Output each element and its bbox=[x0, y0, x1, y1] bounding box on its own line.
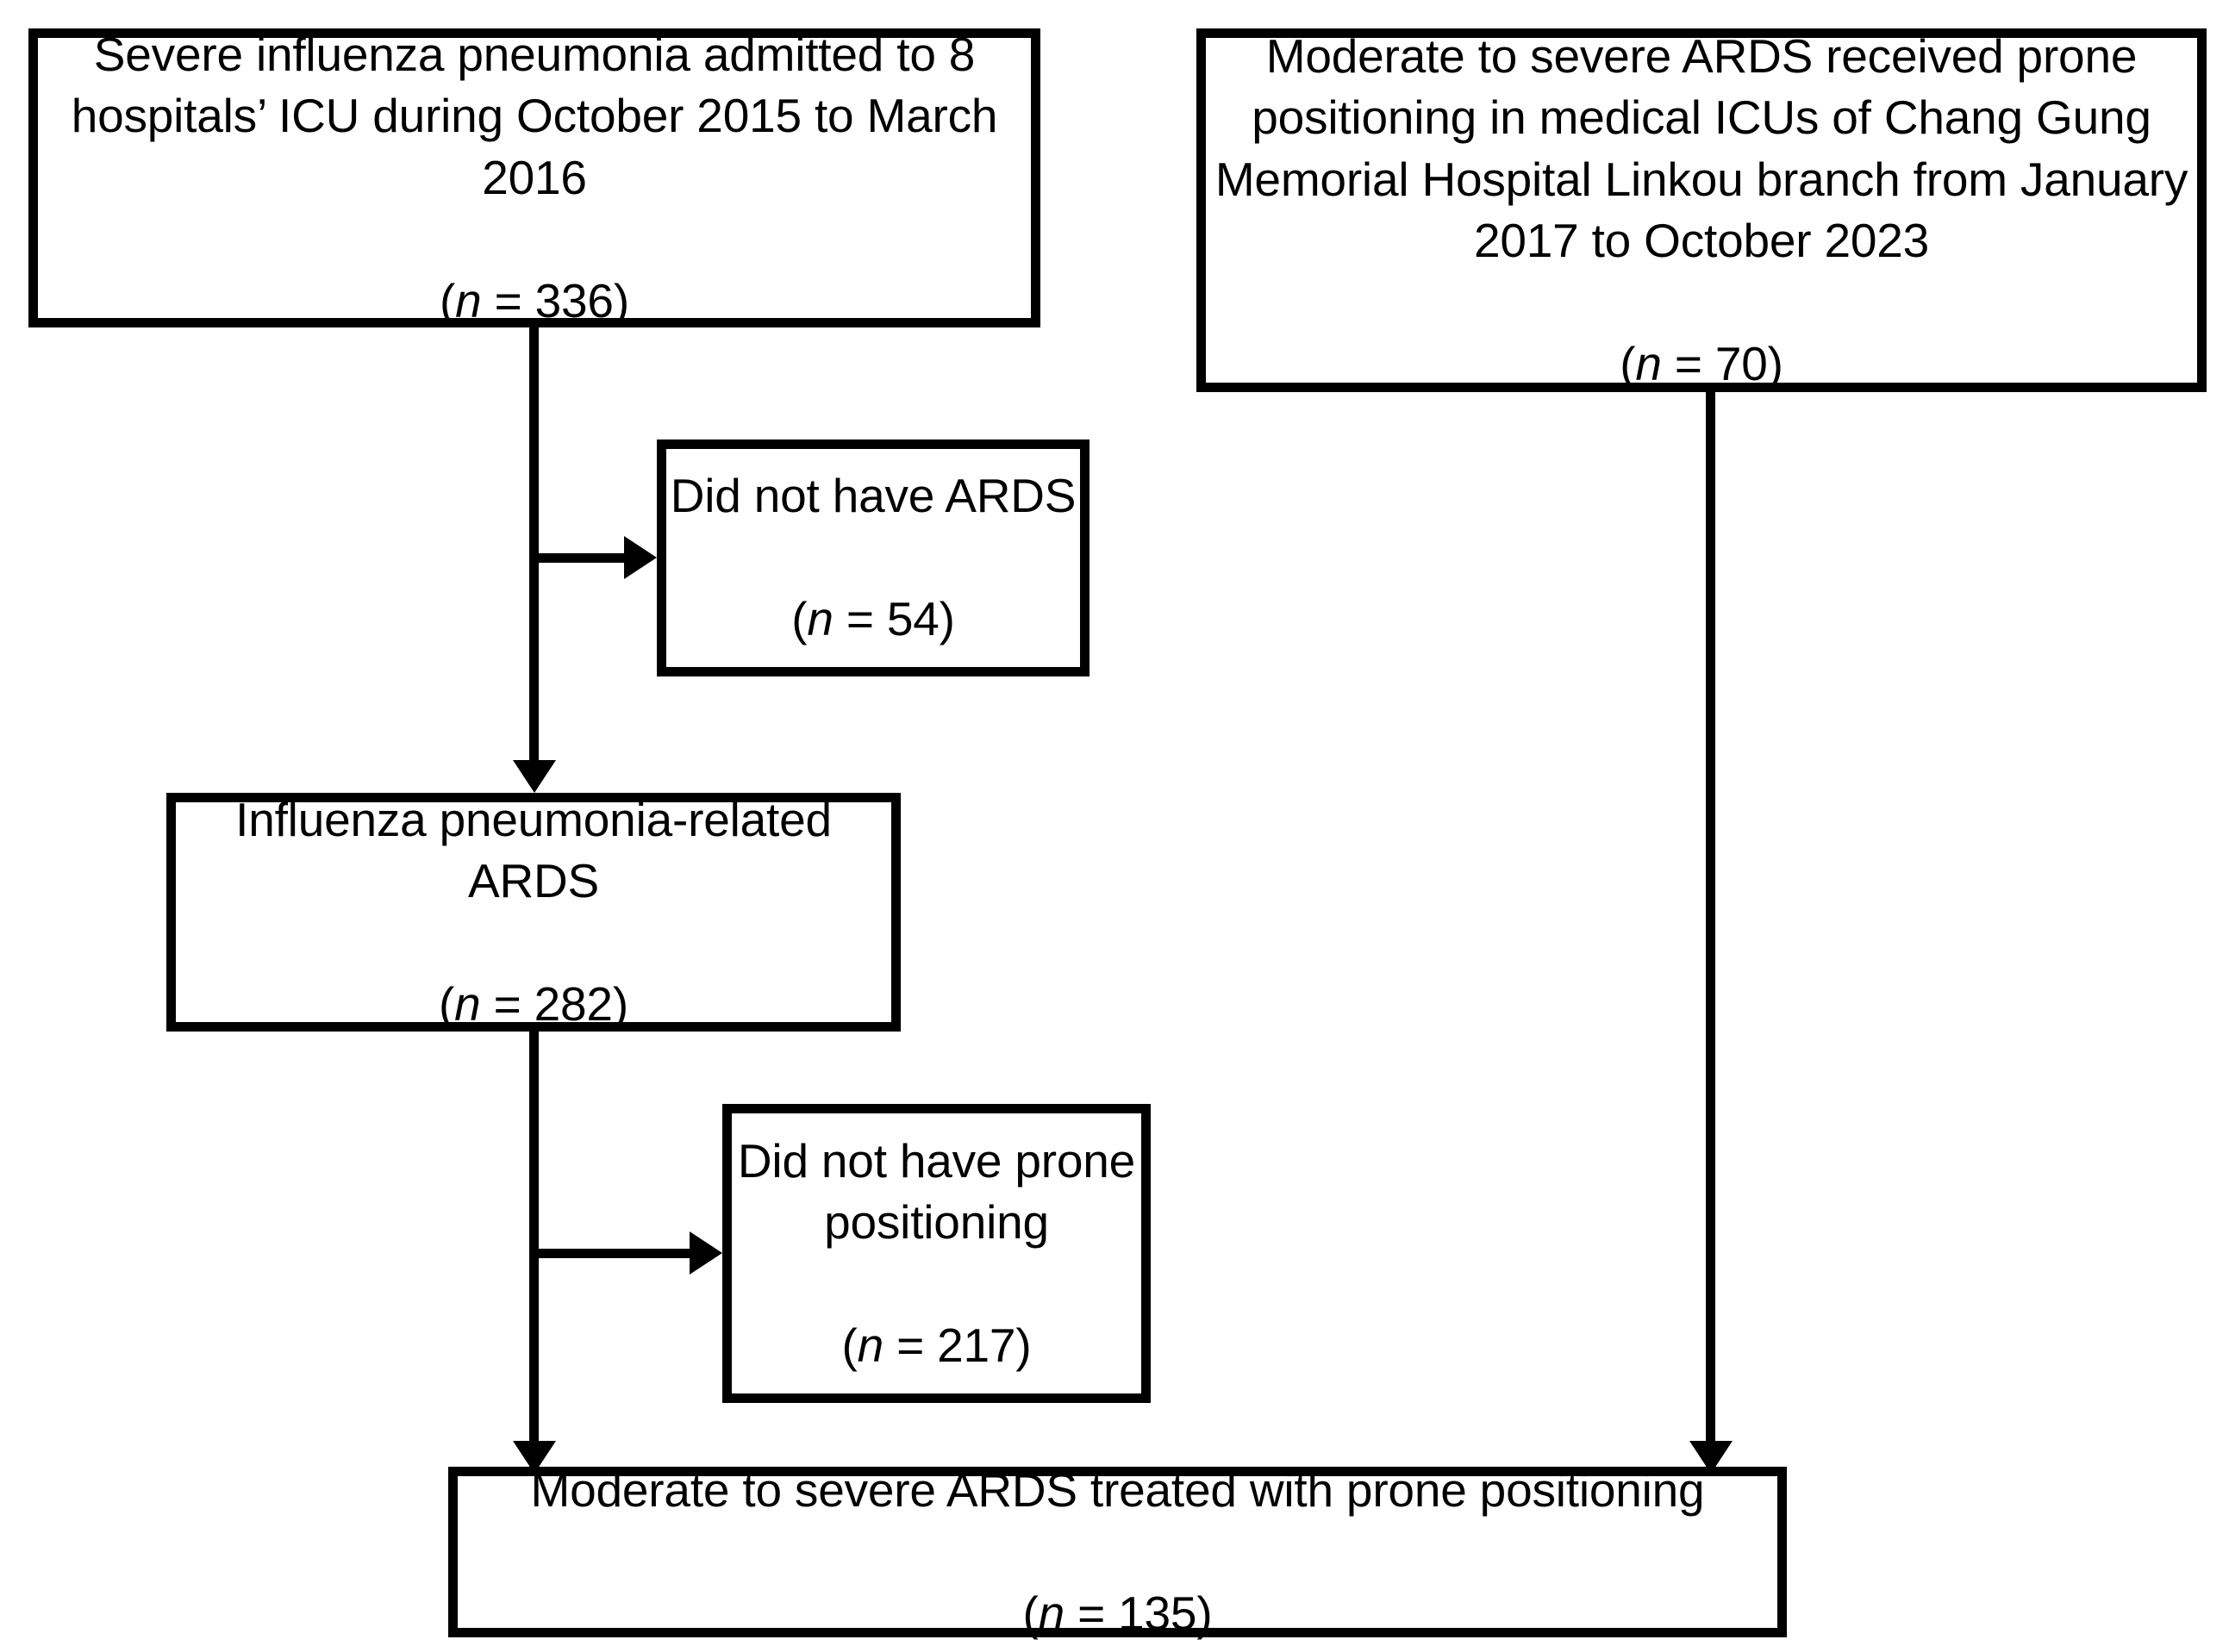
node-ards-cohort-text: Influenza pneumonia-related ARDS (n = 28… bbox=[176, 727, 891, 1097]
count-equals: = bbox=[833, 592, 887, 646]
arrow-right-icon-ards-to-excluded-no-prone bbox=[690, 1231, 722, 1275]
count-open-paren: ( bbox=[841, 1318, 858, 1372]
connector-source-to-excluded-no-ards-line bbox=[529, 553, 633, 563]
count-equals: = bbox=[481, 273, 535, 327]
count-value: 336 bbox=[534, 273, 614, 327]
count-close-paren: ) bbox=[939, 592, 955, 646]
node-excluded-no-ards: Did not have ARDS (n = 54) bbox=[657, 439, 1090, 676]
count-symbol: n bbox=[857, 1318, 884, 1372]
count-close-paren: ) bbox=[1767, 337, 1783, 390]
arrow-right-icon-source-to-excluded-no-ards bbox=[624, 536, 657, 579]
count-equals: = bbox=[1661, 337, 1715, 390]
count-close-paren: ) bbox=[1015, 1318, 1032, 1372]
connector-prone-to-final-line bbox=[1706, 392, 1715, 1476]
count-close-paren: ) bbox=[1196, 1586, 1213, 1640]
node-source-cohort-text: Severe influenza pneumonia admitted to 8… bbox=[38, 0, 1031, 394]
count-equals: = bbox=[480, 977, 534, 1031]
node-final-cohort-body: Moderate to severe ARDS treated with pro… bbox=[530, 1462, 1705, 1517]
node-excluded-no-ards-count: (n = 54) bbox=[666, 589, 1080, 651]
count-symbol: n bbox=[1038, 1586, 1065, 1640]
node-excluded-no-ards-body: Did not have ARDS bbox=[670, 469, 1077, 523]
node-excluded-no-ards-text: Did not have ARDS (n = 54) bbox=[666, 404, 1080, 713]
node-prone-cohort-text: Moderate to severe ARDS received prone p… bbox=[1206, 0, 2197, 457]
connector-ards-to-excluded-no-prone-line bbox=[529, 1249, 698, 1258]
count-equals: = bbox=[883, 1318, 938, 1372]
count-symbol: n bbox=[807, 592, 834, 646]
node-excluded-no-prone-body: Did not have prone positioning bbox=[737, 1133, 1136, 1250]
node-source-cohort-body: Severe influenza pneumonia admitted to 8… bbox=[71, 27, 998, 204]
count-symbol: n bbox=[455, 273, 482, 327]
node-prone-cohort-body: Moderate to severe ARDS received prone p… bbox=[1214, 28, 2188, 268]
node-final-cohort-text: Moderate to severe ARDS treated with pro… bbox=[458, 1398, 1777, 1652]
count-open-paren: ( bbox=[440, 273, 456, 327]
count-value: 282 bbox=[534, 977, 613, 1031]
node-prone-cohort: Moderate to severe ARDS received prone p… bbox=[1196, 28, 2207, 392]
count-open-paren: ( bbox=[1022, 1586, 1039, 1640]
node-source-cohort: Severe influenza pneumonia admitted to 8… bbox=[28, 28, 1040, 327]
count-symbol: n bbox=[454, 977, 481, 1031]
node-source-cohort-count: (n = 336) bbox=[38, 271, 1031, 333]
count-open-paren: ( bbox=[791, 592, 808, 646]
node-ards-cohort-count: (n = 282) bbox=[176, 974, 891, 1036]
node-final-cohort-count: (n = 135) bbox=[458, 1583, 1777, 1645]
node-ards-cohort-body: Influenza pneumonia-related ARDS bbox=[235, 792, 832, 908]
count-open-paren: ( bbox=[439, 977, 455, 1031]
node-final-cohort: Moderate to severe ARDS treated with pro… bbox=[448, 1463, 1787, 1640]
count-close-paren: ) bbox=[612, 977, 628, 1031]
node-excluded-no-prone-count: (n = 217) bbox=[732, 1315, 1141, 1377]
node-prone-cohort-count: (n = 70) bbox=[1206, 334, 2197, 396]
node-excluded-no-prone: Did not have prone positioning (n = 217) bbox=[722, 1104, 1151, 1403]
count-value: 54 bbox=[886, 592, 940, 646]
count-symbol: n bbox=[1635, 337, 1662, 390]
count-equals: = bbox=[1065, 1586, 1119, 1640]
arrow-down-icon-source-to-ards bbox=[513, 760, 556, 793]
count-value: 70 bbox=[1714, 337, 1768, 390]
count-value: 217 bbox=[937, 1318, 1016, 1372]
count-open-paren: ( bbox=[1620, 337, 1636, 390]
node-excluded-no-prone-text: Did not have prone positioning (n = 217) bbox=[732, 1069, 1141, 1438]
count-close-paren: ) bbox=[613, 273, 629, 327]
node-ards-cohort: Influenza pneumonia-related ARDS (n = 28… bbox=[166, 793, 901, 1032]
count-value: 135 bbox=[1118, 1586, 1197, 1640]
